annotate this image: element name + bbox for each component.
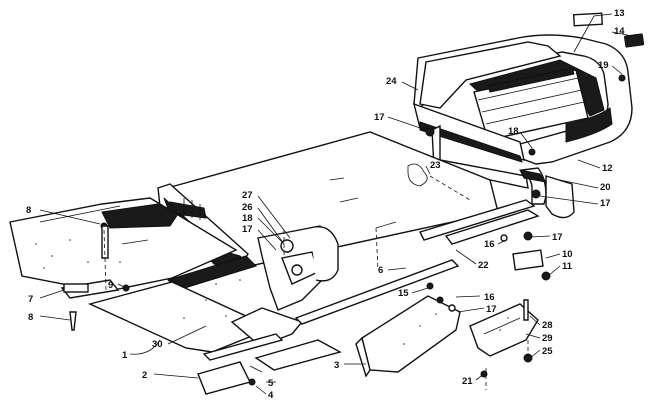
lower-brackets	[355, 295, 539, 378]
callout-21: 21	[462, 376, 473, 387]
callout-17-lower: 17	[486, 304, 497, 315]
callout-10: 10	[562, 249, 573, 260]
cross-rods	[294, 199, 544, 325]
callout-29: 29	[542, 333, 553, 344]
callout-7: 7	[28, 294, 33, 305]
callout-8-bottom: 8	[28, 312, 33, 323]
callout-4: 4	[268, 390, 274, 401]
callout-30: 30	[152, 339, 163, 350]
front-under-panel	[9, 197, 257, 307]
small-plates	[197, 361, 263, 395]
center-bracket	[257, 225, 339, 311]
callout-20: 20	[600, 182, 611, 193]
callout-17-mount: 17	[242, 224, 253, 235]
callout-9: 9	[108, 280, 113, 291]
callout-19: 19	[598, 60, 609, 71]
callout-16-lower: 16	[484, 292, 495, 303]
rear-rack-assembly	[413, 34, 633, 219]
callout-11: 11	[562, 261, 573, 272]
callout-17-bracket: 17	[600, 198, 611, 209]
callout-12: 12	[602, 163, 613, 174]
callout-24: 24	[386, 76, 397, 87]
callout-13: 13	[614, 8, 625, 19]
callout-2: 2	[142, 370, 147, 381]
callout-labels: 13 14 19 24 17 18 12 20 17 23 27 26 18 1…	[26, 8, 625, 401]
decal-13-shape	[572, 12, 603, 27]
callout-8-top: 8	[26, 205, 31, 216]
callout-23: 23	[430, 160, 441, 171]
callout-14: 14	[614, 26, 625, 37]
decal-14-shape	[624, 33, 645, 48]
callout-17-axle: 17	[552, 232, 563, 243]
callout-26: 26	[242, 202, 253, 213]
texture	[35, 239, 509, 345]
callout-18-rack: 18	[508, 126, 519, 137]
callout-28: 28	[542, 320, 553, 331]
callout-1: 1	[122, 350, 128, 361]
callout-17-rack: 17	[374, 112, 385, 123]
callout-16-axle: 16	[484, 239, 495, 250]
lower-skid-plate	[87, 281, 342, 371]
callout-18-mount: 18	[242, 213, 253, 224]
callout-6: 6	[378, 265, 383, 276]
callout-27: 27	[242, 190, 253, 201]
callout-22: 22	[478, 260, 489, 271]
callout-25: 25	[542, 346, 553, 357]
callout-3: 3	[334, 360, 339, 371]
leader-lines	[39, 13, 633, 395]
callout-15: 15	[398, 288, 409, 299]
callout-5: 5	[268, 378, 274, 389]
